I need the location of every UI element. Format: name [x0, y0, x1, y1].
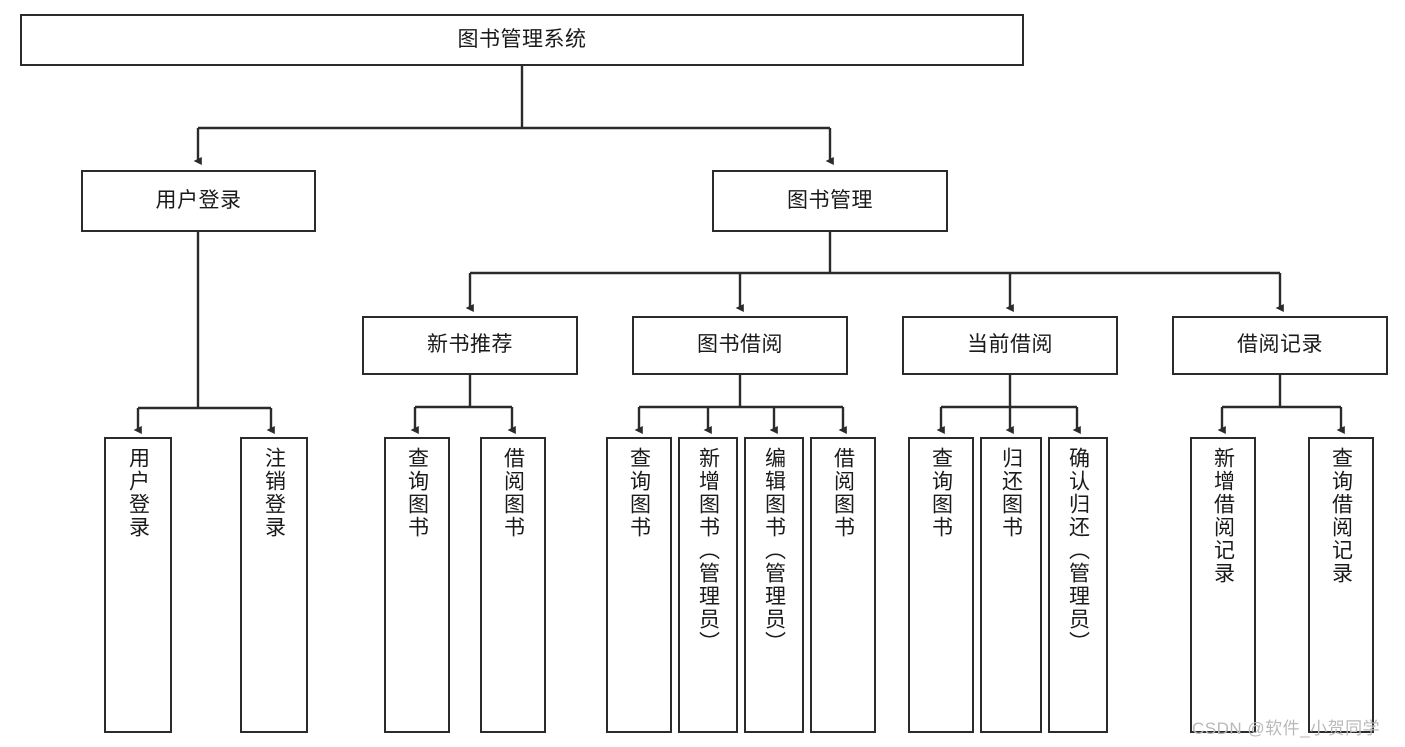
node-book-borrow-label: 图书借阅 — [697, 333, 783, 357]
leaf-current-return-book[interactable]: 归还图书 — [980, 437, 1042, 733]
leaf-recommend-query-book-label: 查询图书 — [405, 447, 429, 539]
leaf-borrow-add-book[interactable]: 新增图书（管理员） — [678, 437, 738, 733]
node-user-login-label: 用户登录 — [155, 188, 242, 212]
leaf-record-add[interactable]: 新增借阅记录 — [1190, 437, 1256, 733]
leaf-recommend-borrow-book-label: 借阅图书 — [501, 447, 525, 539]
leaf-current-query-book-label: 查询图书 — [929, 447, 953, 539]
node-current-borrow[interactable]: 当前借阅 — [902, 316, 1118, 375]
node-book-management-label: 图书管理 — [787, 188, 873, 212]
node-new-book-recommend-label: 新书推荐 — [427, 333, 513, 357]
leaf-borrow-borrow-book-label: 借阅图书 — [831, 447, 855, 539]
leaf-borrow-add-book-label: 新增图书（管理员） — [696, 447, 720, 654]
leaf-user-login-label: 用户登录 — [126, 447, 150, 539]
leaf-current-return-book-label: 归还图书 — [999, 447, 1023, 539]
leaf-borrow-query-book[interactable]: 查询图书 — [606, 437, 672, 733]
node-book-borrow[interactable]: 图书借阅 — [632, 316, 848, 375]
leaf-user-login[interactable]: 用户登录 — [104, 437, 172, 733]
node-borrow-record[interactable]: 借阅记录 — [1172, 316, 1388, 375]
leaf-record-add-label: 新增借阅记录 — [1211, 447, 1235, 585]
leaf-current-query-book[interactable]: 查询图书 — [908, 437, 974, 733]
leaf-borrow-edit-book-label: 编辑图书（管理员） — [762, 447, 786, 654]
leaf-current-confirm-return[interactable]: 确认归还（管理员） — [1048, 437, 1108, 733]
leaf-borrow-borrow-book[interactable]: 借阅图书 — [810, 437, 876, 733]
leaf-user-logout-label: 注销登录 — [262, 447, 286, 539]
leaf-record-query-label: 查询借阅记录 — [1329, 447, 1353, 585]
node-user-login[interactable]: 用户登录 — [81, 170, 316, 232]
leaf-borrow-edit-book[interactable]: 编辑图书（管理员） — [744, 437, 804, 733]
node-new-book-recommend[interactable]: 新书推荐 — [362, 316, 578, 375]
csdn-watermark: CSDN @软件_小贺同学 — [1192, 719, 1381, 738]
node-root[interactable]: 图书管理系统 — [20, 14, 1024, 66]
leaf-recommend-query-book[interactable]: 查询图书 — [384, 437, 450, 733]
leaf-borrow-query-book-label: 查询图书 — [627, 447, 651, 539]
leaf-current-confirm-return-label: 确认归还（管理员） — [1066, 447, 1090, 654]
leaf-recommend-borrow-book[interactable]: 借阅图书 — [480, 437, 546, 733]
leaf-record-query[interactable]: 查询借阅记录 — [1308, 437, 1374, 733]
node-book-management[interactable]: 图书管理 — [712, 170, 948, 232]
node-borrow-record-label: 借阅记录 — [1237, 333, 1323, 357]
leaf-user-logout[interactable]: 注销登录 — [240, 437, 308, 733]
node-current-borrow-label: 当前借阅 — [967, 333, 1053, 357]
node-root-label: 图书管理系统 — [457, 27, 587, 51]
